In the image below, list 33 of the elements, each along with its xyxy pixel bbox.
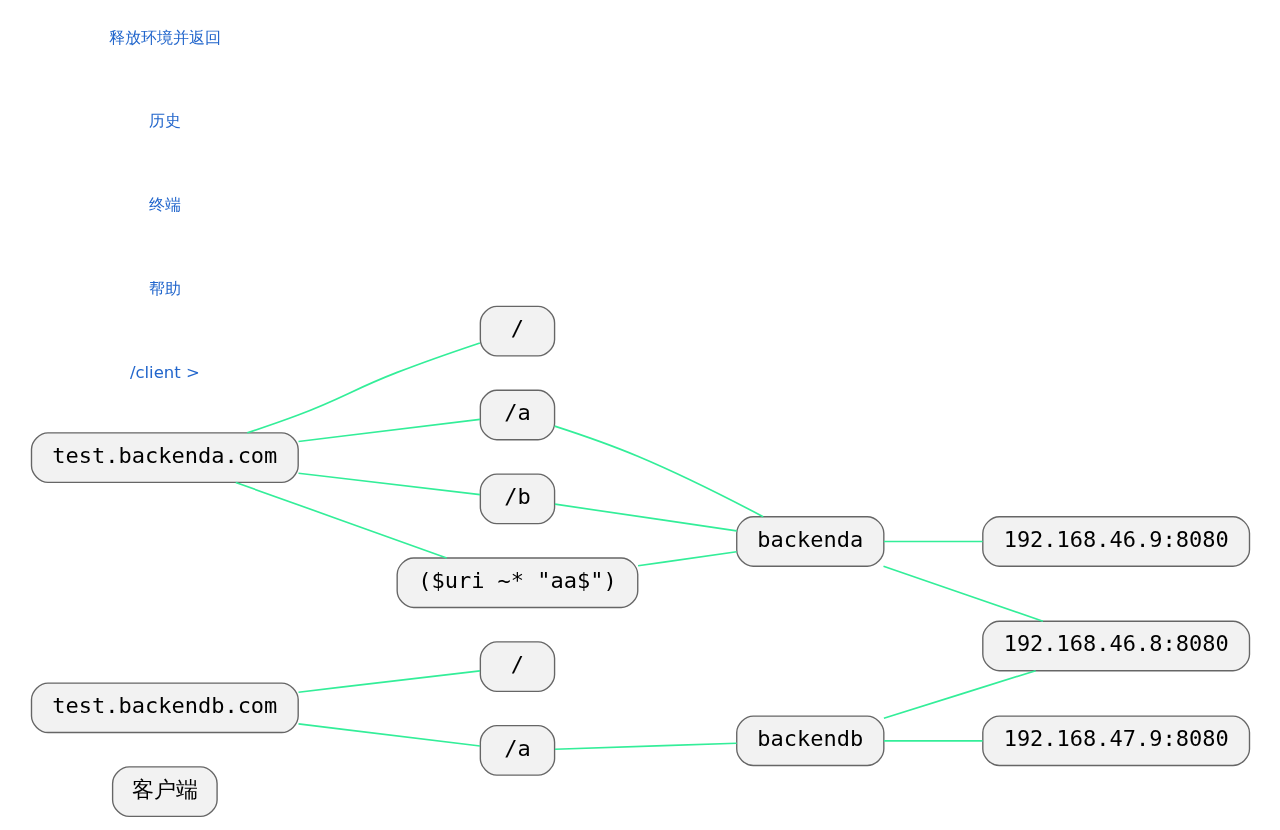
node-box: 192.168.46.9:8080 — [981, 516, 1250, 567]
node-box: /a — [479, 725, 555, 776]
connector — [882, 540, 983, 543]
label: /client > — [129, 363, 200, 383]
connector — [882, 565, 1044, 622]
connector — [882, 740, 983, 742]
connector — [553, 425, 764, 518]
connector — [297, 472, 481, 496]
node-box: ($uri ~* "aa$") — [396, 557, 638, 609]
node-box: 192.168.47.9:8080 — [981, 715, 1250, 767]
connector — [636, 550, 737, 567]
connector — [553, 742, 737, 751]
connector — [553, 503, 737, 532]
connector — [882, 669, 1036, 720]
node-box: test.backendb.com — [30, 682, 299, 734]
connector — [297, 670, 481, 694]
node-box: /a — [479, 389, 555, 441]
connector — [245, 342, 481, 434]
connector — [297, 418, 481, 443]
label: 释放环境并返回 — [108, 27, 221, 47]
node-box: / — [479, 641, 555, 692]
node-box: backendb — [735, 715, 884, 767]
node-box: /b — [479, 473, 555, 525]
label: 历史 — [148, 111, 181, 131]
node-box: 客户端 — [111, 766, 218, 818]
node-box: test.backenda.com — [30, 432, 299, 484]
connector — [297, 723, 481, 747]
label: 终端 — [148, 195, 181, 215]
label: 帮助 — [148, 279, 181, 299]
node-box: / — [479, 305, 555, 357]
node-box: backenda — [735, 516, 884, 567]
node-box: 192.168.46.8:8080 — [981, 620, 1250, 672]
connector — [234, 481, 447, 559]
